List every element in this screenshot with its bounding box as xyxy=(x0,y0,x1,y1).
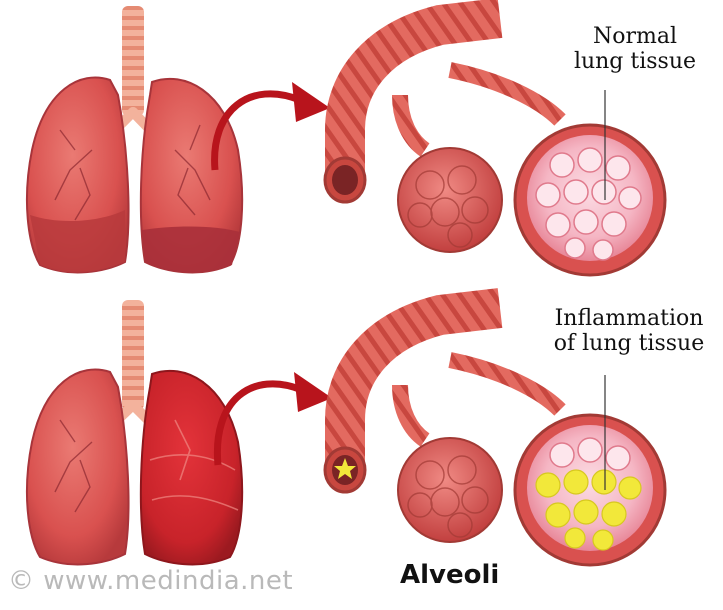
alveolus-cluster-icon xyxy=(398,148,502,252)
alveoli-label: Alveoli xyxy=(400,560,499,590)
watermark: © www.medindia.net xyxy=(8,566,293,596)
trachea-icon xyxy=(122,300,144,410)
normal-label-line2: lung tissue xyxy=(560,49,710,74)
inflamed-alveoli-icon xyxy=(515,375,665,565)
normal-label-line1: Normal xyxy=(560,24,710,49)
normal-alveoli-icon xyxy=(515,90,665,275)
trachea-icon xyxy=(122,6,144,116)
inflamed-lungs-icon xyxy=(27,300,242,564)
alveolus-cluster-icon xyxy=(398,438,502,542)
normal-lungs-icon xyxy=(27,6,242,272)
inflam-label-line1: Inflammation xyxy=(536,306,722,331)
inflam-label-line2: of lung tissue xyxy=(536,331,722,356)
inflammation-label: Inflammation of lung tissue xyxy=(536,306,722,357)
left-lung-icon xyxy=(27,370,129,565)
normal-lung-tissue-label: Normal lung tissue xyxy=(560,24,710,75)
right-lung-icon xyxy=(141,371,242,565)
